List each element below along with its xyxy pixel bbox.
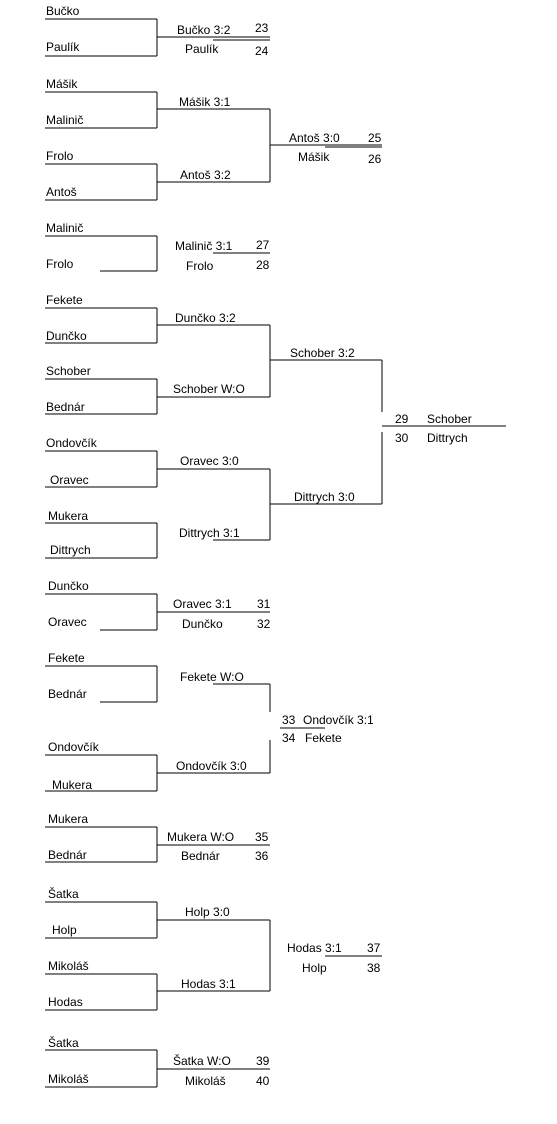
match-winner: Schober W:O [173, 382, 245, 396]
match-winner: Hodas 3:1 [181, 977, 236, 991]
player-name: Malinič [46, 113, 83, 127]
match-loser: Frolo [186, 259, 214, 273]
player-name: Malinič [46, 221, 83, 235]
match-number: 39 [256, 1054, 270, 1068]
match-number: 35 [255, 830, 269, 844]
match-winner: Oravec 3:1 [173, 597, 232, 611]
player-name: Šatka [48, 1035, 79, 1050]
match-number: 30 [395, 431, 409, 445]
match-winner: Mukera W:O [167, 830, 234, 844]
player-name: Bednár [46, 400, 85, 414]
player-name: Šatka [48, 886, 79, 901]
match-number: 38 [367, 961, 381, 975]
match-loser: Mikoláš [185, 1074, 226, 1088]
player-name: Ondovčík [46, 436, 98, 450]
match-number: 25 [368, 131, 382, 145]
final-winner: Schober [427, 412, 472, 426]
match-loser: Mášik [298, 150, 330, 164]
player-name: Mukera [52, 778, 92, 792]
match-number: 29 [395, 412, 409, 426]
match-number: 23 [255, 21, 269, 35]
match-winner: Ondovčík 3:0 [176, 759, 247, 773]
match-winner: Malinič 3:1 [175, 239, 233, 253]
first-round-results: Bučko 3:2 Paulík 23 24 Mášik 3:1 Antoš 3… [167, 21, 271, 1088]
player-name: Oravec [48, 615, 87, 629]
match-loser: Paulík [185, 42, 219, 56]
match-winner: Ondovčík 3:1 [303, 713, 374, 727]
match-winner: Oravec 3:0 [180, 454, 239, 468]
first-round-names: Bučko Paulík Mášik Malinič Frolo Antoš M… [46, 4, 100, 1086]
match-winner: Fekete W:O [180, 670, 244, 684]
player-name: Holp [52, 923, 77, 937]
player-name: Frolo [46, 149, 74, 163]
player-name: Mášik [46, 77, 78, 91]
match-loser: Bednár [181, 849, 220, 863]
player-name: Ondovčík [48, 740, 100, 754]
match-number: 27 [256, 238, 270, 252]
player-name: Schober [46, 364, 91, 378]
match-winner: Bučko 3:2 [177, 23, 231, 37]
match-winner: Antoš 3:0 [289, 131, 340, 145]
match-loser: Dunčko [182, 617, 223, 631]
player-name: Hodas [48, 995, 83, 1009]
player-name: Fekete [46, 293, 83, 307]
match-winner: Dittrych 3:1 [179, 526, 240, 540]
player-name: Oravec [50, 473, 89, 487]
match-number: 33 [282, 713, 296, 727]
match-loser: Holp [302, 961, 327, 975]
match-number: 26 [368, 152, 382, 166]
match-number: 36 [255, 849, 269, 863]
match-winner: Dunčko 3:2 [175, 311, 236, 325]
bracket-lines [45, 18, 506, 1088]
match-number: 28 [256, 258, 270, 272]
player-name: Mukera [48, 812, 88, 826]
player-name: Fekete [48, 651, 85, 665]
final-loser: Dittrych [427, 431, 468, 445]
player-name: Dunčko [46, 329, 87, 343]
player-name: Antoš [46, 185, 77, 199]
match-winner: Antoš 3:2 [180, 168, 231, 182]
match-number: 31 [257, 597, 271, 611]
match-winner: Holp 3:0 [185, 905, 230, 919]
match-winner: Šatka W:O [173, 1053, 231, 1068]
match-loser: Fekete [305, 731, 342, 745]
match-winner: Schober 3:2 [290, 346, 355, 360]
player-name: Mikoláš [48, 1072, 89, 1086]
player-name: Dunčko [48, 579, 89, 593]
player-name: Mikoláš [48, 959, 89, 973]
second-round-results: Antoš 3:0 Mášik 25 26 Schober 3:2 Dittry… [282, 131, 382, 975]
player-name: Paulík [46, 40, 80, 54]
player-name: Bednár [48, 848, 87, 862]
match-number: 32 [257, 617, 271, 631]
player-name: Bednár [48, 687, 87, 701]
match-number: 24 [255, 44, 269, 58]
player-name: Bučko [46, 4, 80, 18]
match-number: 34 [282, 731, 296, 745]
player-name: Frolo [46, 257, 74, 271]
player-name: Mukera [48, 509, 88, 523]
match-winner: Mášik 3:1 [179, 95, 231, 109]
final-result: 29 Schober 30 Dittrych [395, 412, 472, 445]
match-number: 40 [256, 1074, 270, 1088]
player-name: Dittrych [50, 543, 91, 557]
match-winner: Dittrych 3:0 [294, 490, 355, 504]
match-number: 37 [367, 941, 381, 955]
match-winner: Hodas 3:1 [287, 941, 342, 955]
